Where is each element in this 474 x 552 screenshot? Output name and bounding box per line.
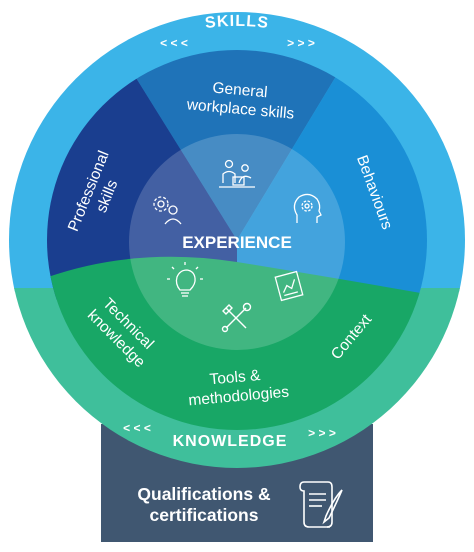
segment-general-workplace-skills (100, 50, 370, 240)
people-desk-icon (219, 159, 255, 188)
lightbulb-icon (167, 262, 203, 297)
gear-person-icon (153, 196, 182, 225)
head-gear-icon (293, 193, 322, 223)
experience-label: EXPERIENCE (182, 233, 292, 252)
tools-icon (221, 302, 252, 333)
scroll-quill-icon (299, 481, 343, 528)
skills-chevrons-left: < < < (160, 36, 188, 50)
chart-document-icon (274, 270, 304, 302)
qualifications-line2: certifications (149, 505, 259, 525)
knowledge-chevrons-left: < < < (123, 421, 151, 435)
knowledge-label: KNOWLEDGE (173, 433, 288, 450)
knowledge-chevrons-right: > > > (308, 426, 336, 440)
qualifications-line1: Qualifications & (137, 484, 271, 504)
skills-label: SKILLS (204, 13, 270, 32)
qualifications-text: Qualifications & certifications (114, 484, 294, 526)
skills-chevrons-right: > > > (287, 36, 315, 50)
